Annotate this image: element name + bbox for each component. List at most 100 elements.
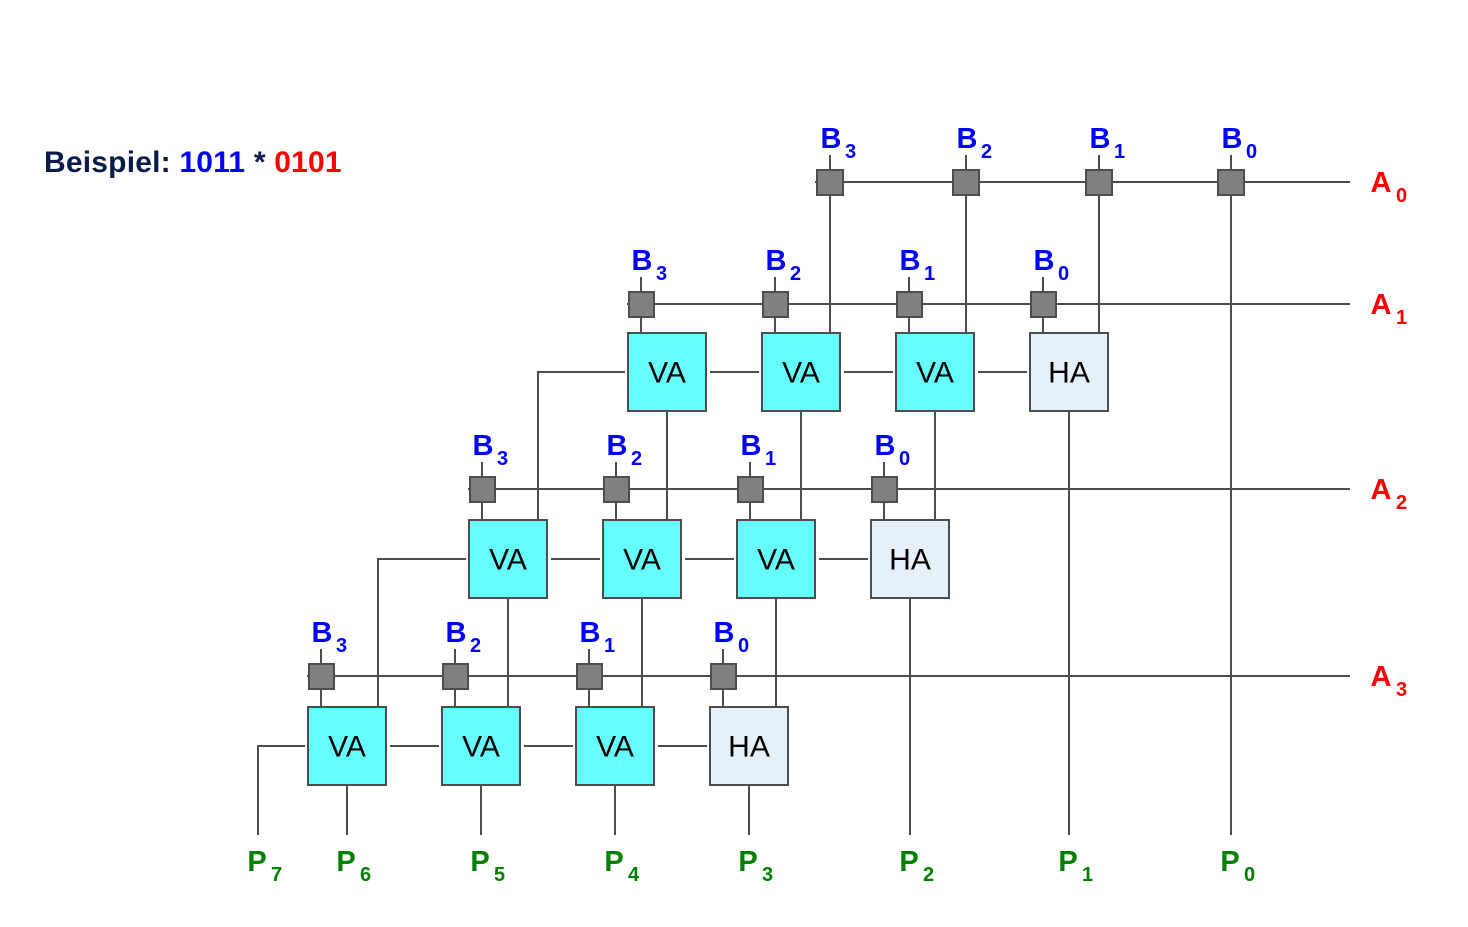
title-label: Beispiel: bbox=[44, 146, 171, 179]
and-gate[interactable] bbox=[952, 169, 980, 196]
and-gate[interactable] bbox=[1085, 169, 1113, 196]
adder-cell-label: HA bbox=[728, 731, 770, 764]
and-gate[interactable] bbox=[737, 476, 764, 503]
adder-cell-label: VA bbox=[916, 357, 954, 390]
and-gate[interactable] bbox=[710, 663, 737, 690]
b-label-base: B bbox=[1090, 123, 1111, 155]
adder-cell-label: HA bbox=[1048, 357, 1090, 390]
adder-cell[interactable]: VA bbox=[895, 332, 975, 412]
p-output-label: P 5 bbox=[470, 846, 505, 886]
and-gate[interactable] bbox=[628, 291, 655, 318]
row3-wires bbox=[257, 649, 750, 835]
title-operator: * bbox=[253, 146, 266, 179]
b-label-base: B bbox=[1034, 245, 1055, 277]
p-output-label: P 7 bbox=[247, 846, 282, 886]
b-label-sub: 0 bbox=[1246, 141, 1257, 163]
adder-cell[interactable]: HA bbox=[870, 519, 950, 599]
b-label-base: B bbox=[957, 123, 978, 155]
b-label-base: B bbox=[741, 430, 762, 462]
and-gate[interactable] bbox=[469, 476, 496, 503]
b-label-sub: 2 bbox=[631, 448, 642, 470]
b-input-label: B 0 bbox=[1034, 245, 1070, 285]
a-label-sub: 0 bbox=[1396, 185, 1407, 207]
p-label-base: P bbox=[470, 846, 489, 878]
b-input-label: B 1 bbox=[741, 430, 777, 470]
and-gate[interactable] bbox=[762, 291, 789, 318]
b-label-base: B bbox=[312, 617, 333, 649]
p-output-label: P 0 bbox=[1220, 846, 1255, 886]
adder-cell[interactable]: VA bbox=[468, 519, 548, 599]
and-gate[interactable] bbox=[1217, 169, 1245, 196]
and-gate[interactable] bbox=[1030, 291, 1057, 318]
p-label-sub: 0 bbox=[1244, 864, 1255, 886]
b-label-sub: 0 bbox=[1058, 263, 1069, 285]
adder-cell[interactable]: VA bbox=[602, 519, 682, 599]
b-input-label: B 1 bbox=[1090, 123, 1126, 163]
a-label-base: A bbox=[1371, 474, 1392, 506]
p-label-sub: 5 bbox=[494, 864, 505, 886]
row2-carryout-to-row3 bbox=[377, 558, 466, 732]
p-label-base: P bbox=[247, 846, 266, 878]
row1-carryout-to-row2 bbox=[537, 371, 625, 545]
b-input-label: B 0 bbox=[714, 617, 750, 657]
a-label-sub: 3 bbox=[1396, 679, 1407, 701]
row2-wires bbox=[377, 462, 911, 835]
p-label-sub: 4 bbox=[628, 864, 640, 886]
adder-cell[interactable]: VA bbox=[627, 332, 707, 412]
b-label-base: B bbox=[607, 430, 628, 462]
b-label-sub: 3 bbox=[845, 141, 856, 163]
b-label-sub: 3 bbox=[656, 263, 667, 285]
adder-cell[interactable]: HA bbox=[1029, 332, 1109, 412]
and-gate[interactable] bbox=[896, 291, 923, 318]
b-input-label: B 3 bbox=[473, 430, 509, 470]
and-gates-row2 bbox=[469, 476, 898, 503]
and-gate[interactable] bbox=[816, 169, 844, 196]
b-label-base: B bbox=[875, 430, 896, 462]
adder-cell-label: VA bbox=[648, 357, 686, 390]
b-label-base: B bbox=[580, 617, 601, 649]
p-label-sub: 6 bbox=[360, 864, 371, 886]
and-gate[interactable] bbox=[576, 663, 603, 690]
title-operand-b: 0101 bbox=[274, 146, 342, 179]
adder-cell[interactable]: VA bbox=[761, 332, 841, 412]
and-gate[interactable] bbox=[871, 476, 898, 503]
b-input-label: B 2 bbox=[766, 245, 802, 285]
b-input-label: B 3 bbox=[312, 617, 348, 657]
p-output-label: P 4 bbox=[604, 846, 640, 886]
p-label-base: P bbox=[899, 846, 918, 878]
p-label-base: P bbox=[1058, 846, 1077, 878]
a-input-label: A 2 bbox=[1371, 474, 1408, 514]
p-label-base: P bbox=[738, 846, 757, 878]
b-label-sub: 3 bbox=[497, 448, 508, 470]
adder-cell-label: VA bbox=[623, 544, 661, 577]
b-label-sub: 0 bbox=[899, 448, 910, 470]
p-label-base: P bbox=[1220, 846, 1239, 878]
adder-cell-label: VA bbox=[489, 544, 527, 577]
b-label-sub: 2 bbox=[981, 141, 992, 163]
and-gate[interactable] bbox=[442, 663, 469, 690]
b-label-base: B bbox=[821, 123, 842, 155]
adder-cell[interactable]: VA bbox=[736, 519, 816, 599]
a-input-label: A 1 bbox=[1371, 289, 1408, 329]
adder-cell[interactable]: VA bbox=[307, 706, 387, 786]
b-label-sub: 1 bbox=[604, 635, 615, 657]
adder-cell-label: VA bbox=[757, 544, 795, 577]
row1-wires bbox=[537, 277, 1070, 835]
b-label-base: B bbox=[632, 245, 653, 277]
b-input-label: B 3 bbox=[632, 245, 668, 285]
p7-carryout bbox=[257, 745, 305, 835]
and-gates-row0 bbox=[816, 169, 1245, 196]
b-label-sub: 2 bbox=[790, 263, 801, 285]
page-title: Beispiel: 1011 * 0101 bbox=[44, 146, 342, 180]
b-label-base: B bbox=[446, 617, 467, 649]
adder-cell[interactable]: VA bbox=[575, 706, 655, 786]
adder-cell[interactable]: VA bbox=[441, 706, 521, 786]
p-label-base: P bbox=[336, 846, 355, 878]
adder-cell[interactable]: HA bbox=[709, 706, 789, 786]
and-gate[interactable] bbox=[308, 663, 335, 690]
b-label-sub: 3 bbox=[336, 635, 347, 657]
b-input-label: B 0 bbox=[875, 430, 911, 470]
and-gate[interactable] bbox=[603, 476, 630, 503]
p-label-sub: 3 bbox=[762, 864, 773, 886]
